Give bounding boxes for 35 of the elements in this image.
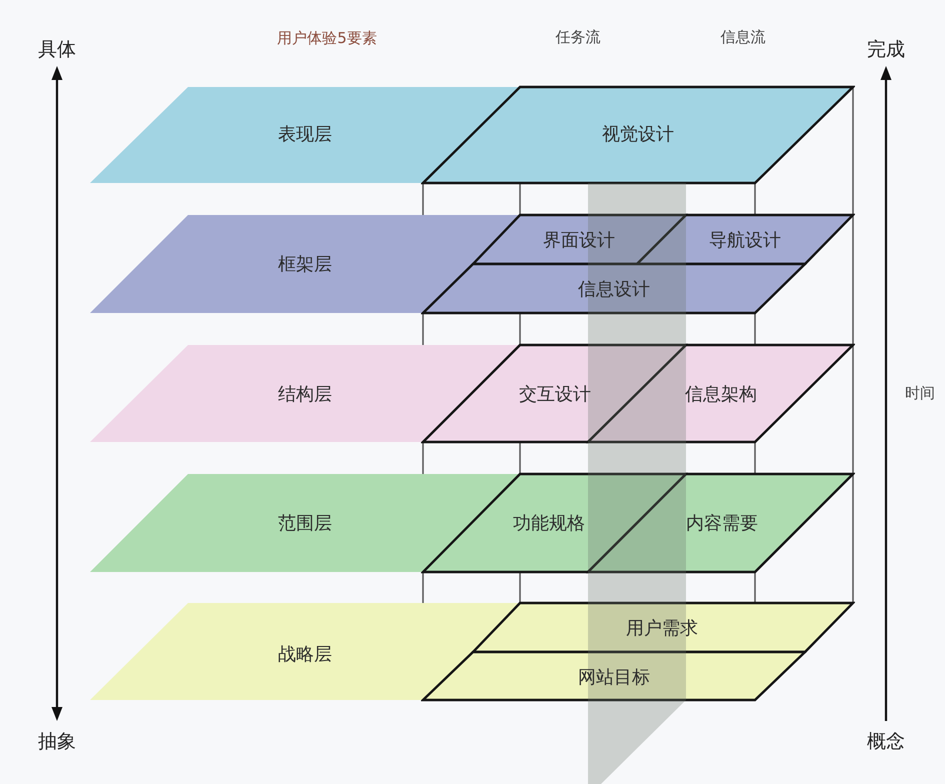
- element-name: 界面设计: [543, 230, 615, 252]
- element-name: 信息架构: [685, 384, 757, 406]
- scale-label: 完成: [867, 38, 905, 62]
- layer-name: 表现层: [278, 124, 332, 146]
- heading: 用户体验5要素: [277, 29, 377, 47]
- element-plane: [421, 85, 855, 185]
- layer-band: [90, 345, 853, 442]
- element-name: 信息设计: [578, 279, 650, 301]
- column-heading: 信息流: [720, 28, 766, 46]
- element-plane: [471, 601, 855, 654]
- layer-name: 战略层: [278, 644, 332, 666]
- layer-name: 范围层: [278, 513, 332, 535]
- element-name: 用户需求: [626, 618, 698, 640]
- element-name: 导航设计: [709, 230, 781, 252]
- column-heading: 任务流: [556, 28, 600, 46]
- layer-band: [90, 474, 853, 572]
- layer-band: [90, 603, 853, 700]
- scale-label: 抽象: [38, 730, 76, 754]
- element-plane: [586, 472, 855, 574]
- layer-name: 框架层: [278, 254, 332, 276]
- element-plane: [421, 262, 807, 315]
- axis-label: 时间: [905, 384, 935, 402]
- element-plane: [421, 472, 688, 574]
- scale-label: 具体: [38, 38, 76, 62]
- element-name: 内容需要: [686, 513, 758, 535]
- element-name: 交互设计: [519, 384, 591, 406]
- layer-band: [90, 215, 853, 313]
- element-plane: [635, 213, 855, 266]
- element-plane: [421, 650, 807, 702]
- element-name: 网站目标: [578, 667, 650, 689]
- scale-label: 概念: [867, 730, 905, 754]
- layer-name: 结构层: [278, 384, 332, 406]
- element-name: 视觉设计: [602, 124, 674, 146]
- element-name: 功能规格: [513, 513, 585, 535]
- layer-band: [90, 87, 853, 183]
